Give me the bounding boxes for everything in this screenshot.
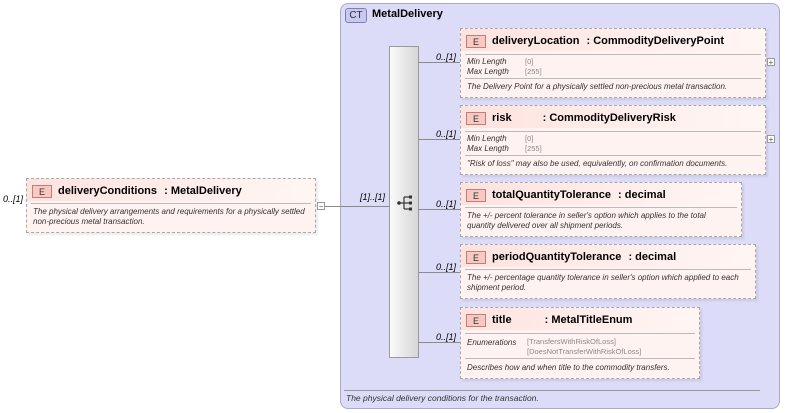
element-divider [465,269,751,270]
child-multiplicity: 0..[1] [436,199,457,209]
element-type: : CommodityDeliveryRisk [542,112,676,124]
facet-label: Max Length [467,144,509,153]
element-name: periodQuantityTolerance [492,251,622,263]
connector-line [419,342,460,343]
root-multiplicity: 0..[1] [3,194,24,204]
child-multiplicity: 0..[1] [436,52,457,62]
element-description: Describes how and when title to the comm… [467,363,670,372]
element-title: title : MetalTitleEnum [492,314,632,326]
element-risk[interactable]: E risk : CommodityDeliveryRisk Min Lengt… [460,105,766,175]
facet-label: Min Length [467,134,507,143]
connector-line [419,139,460,140]
facet-value: [0] [525,57,534,66]
connector-line [419,62,460,63]
element-badge: E [466,251,486,264]
element-description: The +/- percentage quantity tolerance in… [467,273,739,292]
element-name: totalQuantityTolerance [492,189,611,201]
element-badge: E [466,35,486,48]
element-divider [31,203,311,204]
element-title[interactable]: E title : MetalTitleEnum Enumerations [T… [460,307,700,379]
element-title: periodQuantityTolerance : decimal [492,251,676,263]
expand-toggle[interactable]: + [767,135,775,144]
element-badge: E [466,314,486,327]
element-divider [465,333,695,334]
element-divider [465,78,761,79]
element-description: The physical delivery arrangements and r… [33,207,305,226]
element-divider [465,54,761,55]
connector-line [419,272,460,273]
element-periodQuantityTolerance[interactable]: E periodQuantityTolerance : decimal The … [460,244,756,299]
child-multiplicity: 0..[1] [436,129,457,139]
element-divider [465,131,761,132]
complex-type-name: MetalDelivery [372,8,443,20]
element-divider [465,155,761,156]
element-deliveryLocation[interactable]: E deliveryLocation : CommodityDeliveryPo… [460,28,766,98]
expand-toggle[interactable]: + [767,58,775,67]
element-description: "Risk of loss" may also be used, equival… [467,159,728,168]
enumeration-value: [TransfersWithRiskOfLoss] [527,337,616,346]
element-badge: E [32,185,52,198]
child-multiplicity: 0..[1] [436,262,457,272]
connector-line [325,206,389,207]
element-name: title [492,314,512,326]
facet-label: Max Length [467,67,509,76]
element-badge: E [466,112,486,125]
child-multiplicity: 0..[1] [436,332,457,342]
element-divider [465,207,737,208]
facet-value: [255] [525,144,542,153]
complex-type-divider [344,390,760,391]
element-type: : MetalTitleEnum [544,314,633,326]
element-type: : MetalDelivery [164,185,242,197]
enumeration-value: [DoesNotTransferWithRiskOfLoss] [527,347,642,356]
connector-line [419,209,460,210]
complex-type-badge: CT [345,8,367,23]
element-name: risk [492,112,512,124]
element-totalQuantityTolerance[interactable]: E totalQuantityTolerance : decimal The +… [460,182,742,237]
element-title: totalQuantityTolerance : decimal [492,189,666,201]
element-badge: E [466,189,486,202]
element-title: risk : CommodityDeliveryRisk [492,112,676,124]
element-title: deliveryLocation : CommodityDeliveryPoin… [492,35,724,47]
collapse-toggle[interactable]: − [317,202,325,211]
sequence-icon [397,195,412,211]
facet-value: [255] [525,67,542,76]
facet-value: [0] [525,134,534,143]
element-type: : decimal [628,251,677,263]
element-description: The +/- percent tolerance in seller's op… [467,211,706,230]
element-description: The Delivery Point for a physically sett… [467,82,728,91]
enumerations-label: Enumerations [467,338,517,347]
element-type: : decimal [618,189,666,201]
facet-label: Min Length [467,57,507,66]
element-name: deliveryLocation [492,35,580,47]
element-name: deliveryConditions [58,185,158,197]
element-type: : CommodityDeliveryPoint [586,35,725,47]
root-element-deliveryConditions[interactable]: E deliveryConditions : MetalDelivery The… [26,178,316,233]
element-title: deliveryConditions : MetalDelivery [58,185,242,197]
complex-type-description: The physical delivery conditions for the… [346,393,539,403]
sequence-multiplicity: [1]..[1] [360,192,386,202]
element-divider [465,358,695,359]
